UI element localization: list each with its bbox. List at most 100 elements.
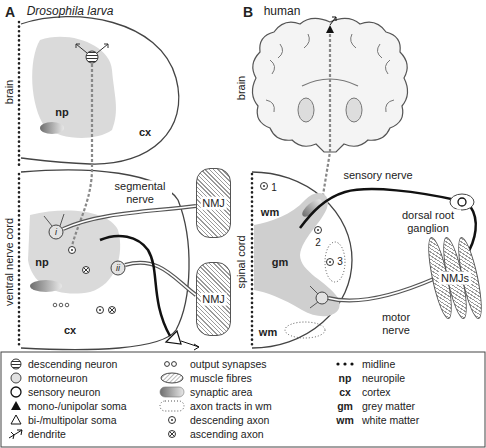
spinal-cord-outline [252,172,352,348]
legend-symbol [11,359,21,369]
dorsal-root-ganglion [450,194,474,210]
legend-symbol [11,387,21,397]
node-text: NMJ [200,197,227,210]
legend-text: bi-/multipolar soma [28,414,117,426]
legend-symbol [169,417,176,424]
sensory-soma [166,331,181,344]
nerve-label: sensory nerve [341,169,414,182]
muscle-node: NMJs [428,236,482,320]
legend-text: sensory neuron [28,386,100,398]
synaptic-area [300,196,325,219]
nerve-label: motor nerve [374,311,418,336]
region-label: ventral nerve cord [3,218,16,306]
region-label: cx [64,324,76,337]
legend-symbol [160,387,184,397]
motorneuron-soma [316,292,328,304]
legend-symbol [9,430,22,439]
dendrite [181,341,199,350]
legend-symbol [165,362,170,367]
panel-letter: A [5,4,15,20]
region-label: cx [139,126,151,139]
legend-text: dendrite [28,428,66,440]
legend-symbol [343,362,346,365]
legend-abbreviation: cx [339,386,351,398]
legend-text: grey matter [362,400,415,412]
region-label: gm [272,256,289,269]
ascending-axon-marker [83,267,90,274]
panel-letter: B [243,4,253,20]
descending-axon-marker [263,185,265,187]
region-label: brain [3,80,16,104]
basal-ganglia [298,98,314,122]
legend-symbol [161,373,183,383]
synaptic-area [30,280,62,292]
legend-symbol [170,432,175,437]
axon-tract [325,242,345,282]
legend-text: descending neuron [28,358,117,370]
callout-number: 1 [271,182,277,194]
dendrite [330,17,336,25]
legend-symbol [169,431,176,438]
motorneuron-soma [49,225,63,239]
legend-symbol [11,373,21,383]
legend-frame [1,352,485,447]
node-text: NMJs [439,272,471,285]
legend-abbreviation: np [339,372,352,384]
legend-symbol [350,362,353,365]
descending-axon-marker [327,259,334,266]
motor-axon [125,263,196,295]
ascending-axon-marker [110,308,115,313]
panel-title: Drosophila larva [27,5,114,19]
legend-symbol [160,401,184,411]
legend-text: cortex [362,386,391,398]
ascending-axon-marker [109,307,116,314]
neuron-label: i [55,227,57,237]
descending-soma [86,51,98,63]
legend-text: neuropile [362,372,405,384]
dendrite [76,44,108,53]
legend-symbol [171,419,173,421]
ganglion-label: dorsal root ganglion [395,209,461,234]
motor-axon [328,278,436,301]
basal-ganglia [346,98,362,122]
region-label: wm [259,326,277,339]
neuropile-region [32,37,116,138]
legend-text: ascending axon [190,428,264,440]
legend-text: descending axon [190,414,269,426]
descending-axon-marker [99,309,101,311]
legend-symbol [11,415,21,424]
brain-outline [21,17,179,164]
midline-dots [18,174,21,348]
ascending-axon-marker [84,268,89,273]
nerve-label: segmental nerve [108,180,172,205]
midline-dots [251,174,254,348]
legend-text: midline [362,358,395,370]
neuron-label: ii [116,263,120,273]
legend-text: output synapses [190,358,266,370]
panel-title: human [264,5,301,19]
descending-axon-marker [315,227,322,234]
legend-text: axon tracts in wm [190,400,272,412]
motor-axon [328,278,436,301]
legend-text: motorneuron [28,372,88,384]
descending-axon-marker [317,229,319,231]
motorneuron-soma [111,261,125,275]
region-label: np [35,256,48,269]
vnc-outline [21,170,189,350]
output-synapse [59,303,63,307]
sensory-soma [458,198,466,206]
region-label: wm [261,206,279,219]
descending-axon-marker [261,183,268,190]
callout-number: 2 [315,237,321,249]
legend-symbol [336,362,339,365]
callout-number: 3 [337,256,343,268]
legend-symbol [172,362,177,367]
motor-axon [63,206,196,229]
node-text: NMJ [200,293,227,306]
midline-dots [18,22,21,165]
legend-text: mono-/unipolar soma [28,400,127,412]
region-label: np [55,106,68,119]
legend-abbreviation: wm [336,414,354,426]
descending-axon-marker [329,261,331,263]
